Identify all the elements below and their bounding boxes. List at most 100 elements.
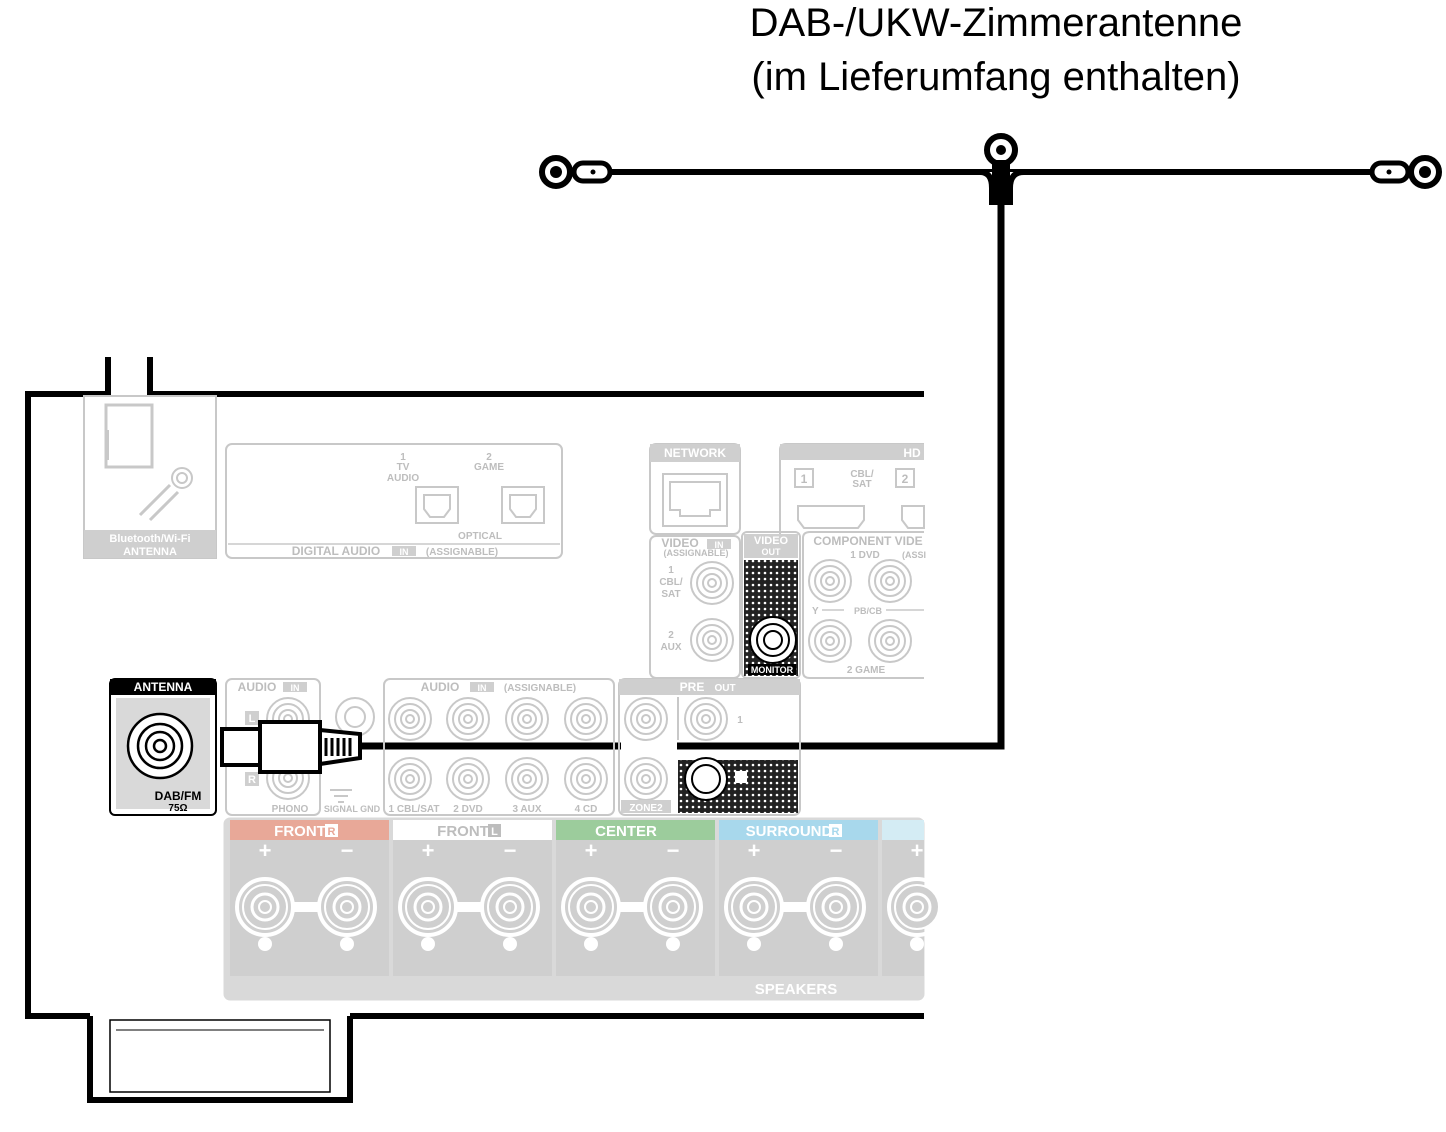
hdmi-1-num: 1 xyxy=(801,472,808,486)
bluetooth-wifi-antenna: Bluetooth/Wi-Fi ANTENNA xyxy=(83,395,217,559)
audio-in-3-r-jack xyxy=(505,757,549,801)
ground-icon xyxy=(330,789,352,803)
video-in-assignable: (ASSIGNABLE) xyxy=(664,548,729,558)
component-pb-label: PB/CB xyxy=(854,606,883,616)
digital-audio-assignable: (ASSIGNABLE) xyxy=(426,547,498,558)
hdmi-port-1 xyxy=(797,505,865,529)
speaker-channel-header xyxy=(393,820,552,840)
video-in-1-label-1: CBL/ xyxy=(659,577,683,588)
antenna-terminal: ANTENNA DAB/FM 75Ω xyxy=(109,678,217,816)
audio-assign-title: AUDIO xyxy=(421,680,460,694)
component-assignable: (ASSI xyxy=(902,550,926,560)
speaker-channel-side: R xyxy=(832,826,840,838)
video-in-1-num: 1 xyxy=(668,565,674,576)
video-out-title: VIDEO xyxy=(754,535,789,547)
speaker-channel-name: FRONT xyxy=(437,823,489,840)
caption-line-2: (im Lieferumfang enthalten) xyxy=(751,55,1240,99)
hdmi-section: HD 1 CBL/ SAT 2 xyxy=(779,443,925,534)
audio-in-2-l-jack xyxy=(446,697,490,741)
antenna-cable xyxy=(358,200,1005,750)
svg-text:−: − xyxy=(830,838,843,863)
svg-text:+: + xyxy=(748,838,761,863)
component-y-1-jack xyxy=(808,559,852,603)
audio-in-r-label: R xyxy=(248,774,256,786)
dab-fm-indoor-antenna xyxy=(358,133,1442,750)
component-y-label: Y xyxy=(812,606,819,617)
component-title: COMPONENT VIDE xyxy=(813,534,922,548)
speaker-channel-name: CENTER xyxy=(595,823,657,840)
speaker-positive-terminal xyxy=(561,877,621,937)
svg-text:+: + xyxy=(585,838,598,863)
audio-in-l-label: L xyxy=(249,713,256,725)
audio-in-badge: IN xyxy=(291,683,300,693)
pre-out-badge: OUT xyxy=(714,683,735,694)
speaker-channel-side: L xyxy=(491,826,498,838)
pre-out-title: PRE xyxy=(680,680,705,694)
speaker-positive-terminal xyxy=(235,877,295,937)
video-in-2-jack xyxy=(690,618,734,662)
speaker-channel-name: SURROUND xyxy=(746,823,833,840)
speaker-channel-header xyxy=(882,820,924,840)
signal-gnd-label: SIGNAL GND xyxy=(324,804,381,814)
speaker-channel-3: SURROUND R + − xyxy=(719,820,878,976)
video-in-section: VIDEO IN (ASSIGNABLE) 1 CBL/ SAT 2 AUX xyxy=(649,535,741,679)
audio-in-4-label: 4 CD xyxy=(575,804,598,815)
svg-text:−: − xyxy=(667,838,680,863)
component-dvd-label: 1 DVD xyxy=(850,550,879,561)
component-video-section: COMPONENT VIDE 1 DVD (ASSI Y PB/CB 2 GAM… xyxy=(802,531,926,679)
digital-audio-label: DIGITAL AUDIO xyxy=(292,544,380,558)
dab-fm-label: DAB/FM xyxy=(155,789,202,803)
speaker-channel-name: FRONT xyxy=(274,823,326,840)
hdmi-port-2 xyxy=(901,505,925,529)
speaker-negative-terminal xyxy=(643,877,703,937)
caption-line-1: DAB-/UKW-Zimmerantenne xyxy=(750,1,1243,45)
video-out-badge: OUT xyxy=(762,547,782,557)
speaker-channel-1: FRONT L+− xyxy=(393,820,552,976)
antenna-cable-plug xyxy=(220,720,362,774)
audio-assign-assignable: (ASSIGNABLE) xyxy=(504,683,576,694)
audio-in-4-l-jack xyxy=(564,697,608,741)
monitor-label: MONITOR xyxy=(751,665,794,675)
component-pb-1-jack xyxy=(868,559,912,603)
svg-text:−: − xyxy=(504,838,517,863)
pre-out-1-jack xyxy=(684,697,728,741)
audio-in-2-r-jack xyxy=(446,757,490,801)
component-pb-2-jack xyxy=(868,619,912,663)
speaker-terminals: FRONT R+−FRONT L+−CENTER+−SURROUND R+−SU… xyxy=(223,817,962,1001)
speaker-positive-terminal xyxy=(398,877,458,937)
optical-1-label-2: AUDIO xyxy=(387,473,419,484)
audio-in-2-label: 2 DVD xyxy=(453,804,482,815)
speaker-channel-side: R xyxy=(328,826,336,838)
speaker-positive-terminal xyxy=(724,877,784,937)
svg-text:+: + xyxy=(911,838,924,863)
video-in-2-num: 2 xyxy=(668,630,674,641)
speaker-channel-name: SU xyxy=(942,823,963,840)
speaker-channel-4: SU + xyxy=(882,820,962,976)
hdmi-1-label-1: CBL/ xyxy=(850,469,874,480)
video-in-2-label: AUX xyxy=(660,642,681,653)
speaker-channel-2: CENTER+ − xyxy=(556,820,715,976)
speakers-label: SPEAKERS xyxy=(755,981,838,998)
audio-in-title: AUDIO xyxy=(238,680,277,694)
audio-assign-badge: IN xyxy=(478,683,487,693)
component-game-label: 2 GAME xyxy=(847,665,886,676)
audio-in-1-r-jack xyxy=(388,757,432,801)
hdmi-2-num: 2 xyxy=(902,472,909,486)
digital-audio-in-badge: IN xyxy=(400,547,409,557)
svg-text:+: + xyxy=(259,838,272,863)
optical-port-2 xyxy=(501,486,545,524)
optical-2-label: GAME xyxy=(474,462,504,473)
video-in-1-label-2: SAT xyxy=(661,589,680,600)
rear-panel: Bluetooth/Wi-Fi ANTENNA 1 TV AUDIO 2 GAM… xyxy=(83,395,962,1001)
audio-in-3-label: 3 AUX xyxy=(512,804,541,815)
video-in-title: VIDEO xyxy=(661,536,698,550)
audio-in-assignable: AUDIO IN (ASSIGNABLE) 1 CBL/SAT 2 DVD 3 … xyxy=(383,678,615,816)
bt-antenna-label-1: Bluetooth/Wi-Fi xyxy=(109,533,190,545)
audio-in-3-l-jack xyxy=(505,697,549,741)
optical-1-label-1: TV xyxy=(397,462,410,473)
optical-port-1 xyxy=(415,486,459,524)
bt-antenna-label-2: ANTENNA xyxy=(123,546,177,558)
antenna-header: ANTENNA xyxy=(134,680,193,694)
speaker-negative-terminal xyxy=(480,877,540,937)
